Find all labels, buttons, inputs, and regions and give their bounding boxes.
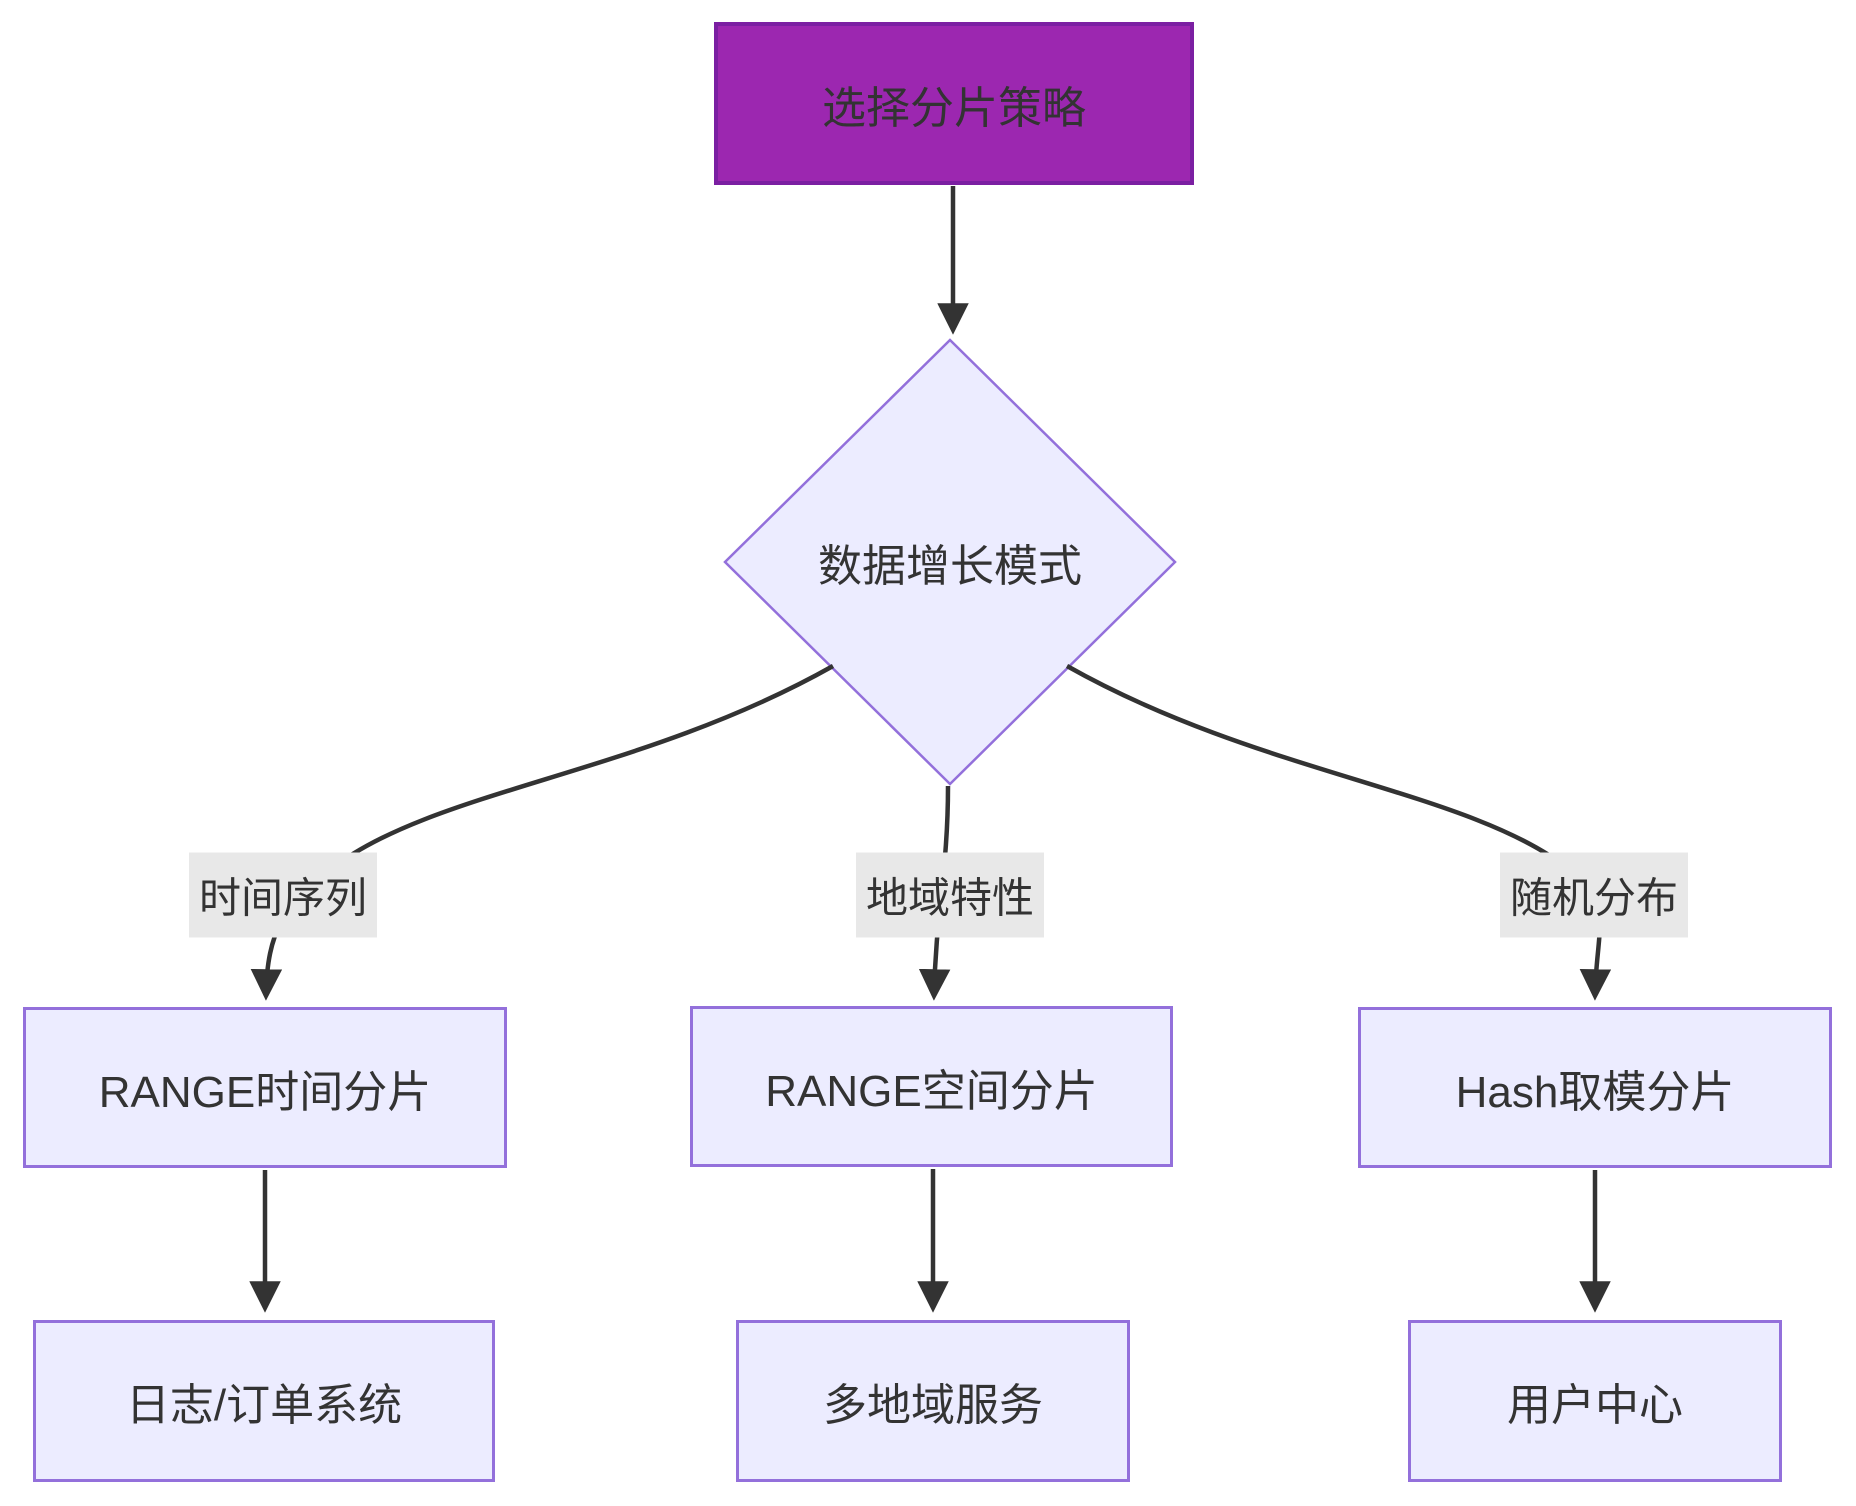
node-multi-region-service: 多地域服务 xyxy=(736,1320,1130,1482)
edge-decision-to-hash-mod xyxy=(1065,664,1612,1001)
node-log-order-system: 日志/订单系统 xyxy=(33,1320,495,1482)
edge-label-time-series: 时间序列 xyxy=(188,852,378,938)
node-user-center: 用户中心 xyxy=(1408,1320,1782,1482)
node-range-space-shard: RANGE空间分片 xyxy=(690,1006,1173,1167)
node-decision-label: 数据增长模式 xyxy=(818,542,1082,591)
edge-label-random: 随机分布 xyxy=(1499,852,1689,938)
node-start: 选择分片策略 xyxy=(714,22,1194,185)
edge-label-regional: 地域特性 xyxy=(855,852,1045,938)
decision-diamond-shape xyxy=(723,338,1177,786)
node-hash-mod-shard: Hash取模分片 xyxy=(1358,1007,1832,1168)
edge-decision-to-range-time xyxy=(250,664,835,1001)
node-range-time-shard: RANGE时间分片 xyxy=(23,1007,507,1168)
